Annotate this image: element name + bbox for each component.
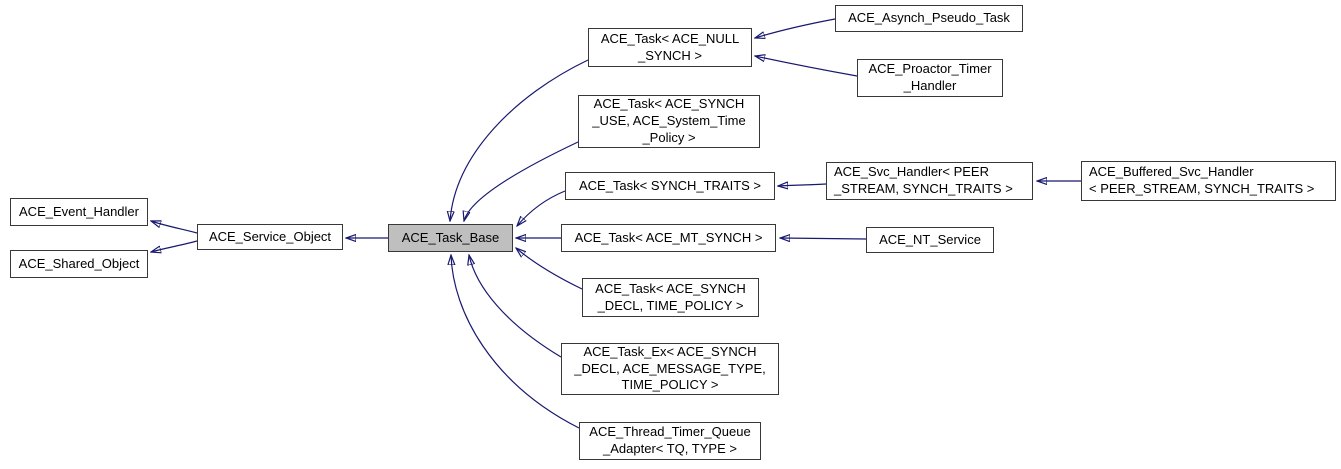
edge-svc-handler-to-task-synch-traits <box>778 184 827 186</box>
class-node-ace-task-null-synch[interactable]: ACE_Task< ACE_NULL _SYNCH > <box>588 28 752 67</box>
class-node-ace-thread-timer-queue-adapter[interactable]: ACE_Thread_Timer_Queue _Adapter< TQ, TYP… <box>579 422 761 460</box>
edge-nt-service-to-task-mt-synch <box>780 238 867 239</box>
class-node-ace-shared-object[interactable]: ACE_Shared_Object <box>10 250 148 278</box>
class-node-ace-task-synch-use[interactable]: ACE_Task< ACE_SYNCH _USE, ACE_System_Tim… <box>578 95 760 148</box>
edge-service-object-to-shared-object <box>151 240 198 252</box>
edge-thread-timer-queue-adapter-to-task-base <box>451 255 580 429</box>
class-node-ace-nt-service[interactable]: ACE_NT_Service <box>866 227 994 253</box>
edge-task-null-synch-to-task-base <box>450 59 589 221</box>
class-node-ace-event-handler[interactable]: ACE_Event_Handler <box>10 198 148 226</box>
class-node-ace-service-object[interactable]: ACE_Service_Object <box>197 224 343 250</box>
class-node-ace-task-mt-synch[interactable]: ACE_Task< ACE_MT_SYNCH > <box>561 224 776 252</box>
class-node-ace-task-ex[interactable]: ACE_Task_Ex< ACE_SYNCH _DECL, ACE_MESSAG… <box>561 343 779 395</box>
class-node-ace-task-synch-traits[interactable]: ACE_Task< SYNCH_TRAITS > <box>565 172 775 200</box>
edge-proactor-timer-handler-to-task-null-synch <box>755 56 858 77</box>
class-node-ace-asynch-pseudo-task[interactable]: ACE_Asynch_Pseudo_Task <box>835 5 1023 32</box>
edge-service-object-to-event-handler <box>151 221 198 234</box>
edge-asynch-pseudo-task-to-task-null-synch <box>755 18 836 38</box>
edge-task-synch-use-to-task-base <box>464 141 579 221</box>
class-node-ace-task-base: ACE_Task_Base <box>388 224 513 252</box>
class-node-ace-proactor-timer-handler[interactable]: ACE_Proactor_Timer _Handler <box>857 59 1003 97</box>
edge-task-ex-to-task-base <box>469 255 562 358</box>
class-node-ace-task-synch-decl[interactable]: ACE_Task< ACE_SYNCH _DECL, TIME_POLICY > <box>582 278 759 317</box>
class-node-ace-buffered-svc-handler[interactable]: ACE_Buffered_Svc_Handler < PEER_STREAM, … <box>1081 161 1336 201</box>
edge-task-synch-traits-to-task-base <box>517 190 566 226</box>
edge-task-synch-decl-to-task-base <box>516 248 583 290</box>
class-node-ace-svc-handler[interactable]: ACE_Svc_Handler< PEER _STREAM, SYNCH_TRA… <box>826 162 1033 200</box>
